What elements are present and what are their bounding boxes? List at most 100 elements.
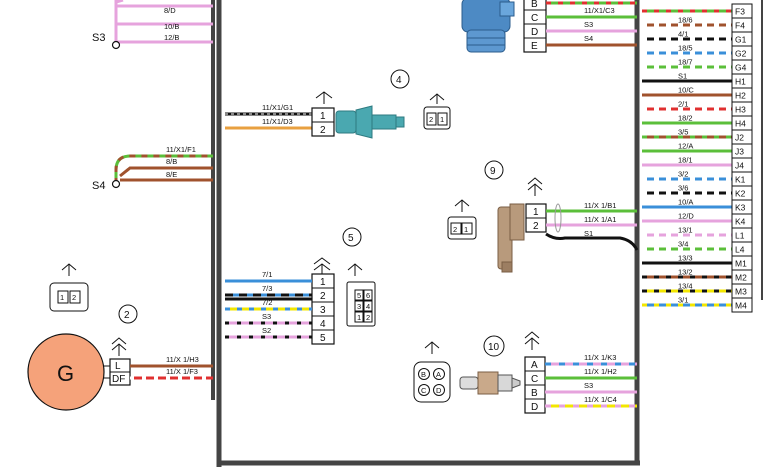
component-10: 10 B A C D A C B D 11/X 1/K3 11/X 1/H xyxy=(413,331,637,414)
face-pin-label: A xyxy=(436,370,441,379)
component-number: 9 xyxy=(490,166,496,177)
ecu-row: M43/1 xyxy=(642,296,753,313)
wire-label: 10/B xyxy=(164,22,179,31)
face-pin-label: 2 xyxy=(366,313,370,322)
wire-label: 11/X 1/K3 xyxy=(584,353,616,362)
splice-s4: S4 11/X1/F1 8/B 8/E xyxy=(92,145,213,192)
splice-node-s3 xyxy=(111,40,121,50)
component-number: 5 xyxy=(348,233,354,244)
generator-icon xyxy=(27,333,105,411)
idle-actuator-icon xyxy=(461,0,515,53)
ecu-row: F3 xyxy=(642,3,753,19)
pin-label: C xyxy=(531,13,538,24)
ecu-connector-rows: F3F418/6G14/1G218/5G418/7H1S1H210/CH32/1… xyxy=(642,3,753,313)
harness-frame xyxy=(211,0,763,467)
ecu-pin-label: K4 xyxy=(735,217,746,227)
pin-label: 3 xyxy=(320,305,326,316)
pin-label: 4 xyxy=(320,319,326,330)
face-pin-label: 1 xyxy=(464,225,468,234)
temperature-sensor-icon xyxy=(335,105,405,139)
ecu-wire-label: 18/1 xyxy=(678,156,693,165)
ecu-pin-label: G1 xyxy=(735,35,747,45)
wire-label: S2 xyxy=(262,326,271,335)
face-pin-label: D xyxy=(436,386,442,395)
face-pin-label: 1 xyxy=(440,115,444,124)
ecu-wire-label: 18/5 xyxy=(678,44,693,53)
pin-label: 2 xyxy=(320,125,326,136)
ecu-pin-label: M2 xyxy=(735,273,747,283)
top-connector: B C D E 11/X1/C3 S3 S4 xyxy=(523,0,637,53)
callout-circle xyxy=(484,160,504,180)
ecu-row: G1 4/1 xyxy=(642,30,753,47)
wire-label: 11/X 1/H3 xyxy=(166,355,199,364)
wire-label: 11/X1/G1 xyxy=(262,103,293,112)
face-pin-label: 2 xyxy=(429,115,433,124)
face-pin-label: 1 xyxy=(60,293,64,302)
ecu-wire-label: 18/7 xyxy=(678,58,693,67)
pin-label: 1 xyxy=(320,111,326,122)
connector-face-icon xyxy=(49,282,89,312)
splice-node-s4 xyxy=(111,179,121,189)
ecu-wire-label: 3/2 xyxy=(678,170,688,179)
crankshaft-sensor-icon xyxy=(497,203,525,273)
ecu-pin-label: H2 xyxy=(735,91,746,101)
ecu-wire-label: 18/2 xyxy=(678,114,693,123)
face-pin-label: 5 xyxy=(357,291,361,300)
ecu-row: J4 18/1 xyxy=(642,156,753,173)
component-number: 10 xyxy=(488,342,500,353)
face-pin-label: 2 xyxy=(453,225,457,234)
pin-label: 2 xyxy=(320,291,326,302)
ecu-pin-label: J3 xyxy=(735,147,744,157)
ecu-pin-label: J4 xyxy=(735,161,744,171)
wire-label: 11/X 1/H2 xyxy=(584,367,617,376)
wire-label: 11/X1/D3 xyxy=(262,117,293,126)
wire-label: 8/D xyxy=(164,6,176,15)
splice-s4-label: S4 xyxy=(92,180,105,192)
ecu-pin-label: K3 xyxy=(735,203,746,213)
callout-circle xyxy=(483,335,505,357)
wire-label: 7/2 xyxy=(262,298,272,307)
pin-label: B xyxy=(531,388,538,399)
ecu-pin-label: M3 xyxy=(735,287,747,297)
face-pin-label: 3 xyxy=(357,302,361,311)
connector-face-icon xyxy=(413,361,451,403)
pin-label: D xyxy=(531,402,538,413)
ecu-pin-label: H4 xyxy=(735,119,746,129)
ecu-wire-label: 4/1 xyxy=(678,30,688,39)
pin-label: B xyxy=(531,0,538,10)
splice-s3: S3 8/D 10/B 12/B xyxy=(92,0,213,50)
face-pin-label: C xyxy=(421,386,427,395)
ecu-wire-label: 13/1 xyxy=(678,226,693,235)
ecu-wire-label: 13/3 xyxy=(678,254,693,263)
wire-label: 12/B xyxy=(164,33,179,42)
pin-label: 2 xyxy=(533,221,539,232)
wire-label: 11/X 1/C4 xyxy=(584,395,617,404)
pin-label: 5 xyxy=(320,333,326,344)
component-number: 2 xyxy=(124,310,130,321)
wire-label: 11/X 1/A1 xyxy=(584,215,616,224)
wire-label: S4 xyxy=(584,34,593,43)
ecu-pin-label: M1 xyxy=(735,259,747,269)
ecu-row: L43/4 xyxy=(642,240,753,257)
ecu-pin-label: H3 xyxy=(735,105,746,115)
face-pin-label: B xyxy=(421,370,426,379)
callout-circle xyxy=(390,69,410,89)
face-pin-label: 2 xyxy=(72,293,76,302)
pin-label: C xyxy=(531,374,538,385)
wire-label: 7/1 xyxy=(262,270,272,279)
wire-label: S1 xyxy=(584,229,593,238)
ecu-pin-label: G2 xyxy=(735,49,747,59)
callout-circle xyxy=(118,304,138,324)
wire-label: S3 xyxy=(584,381,593,390)
pin-label: E xyxy=(531,41,538,52)
ecu-pin-label: K2 xyxy=(735,189,746,199)
ecu-wire-label: 18/6 xyxy=(678,16,693,25)
